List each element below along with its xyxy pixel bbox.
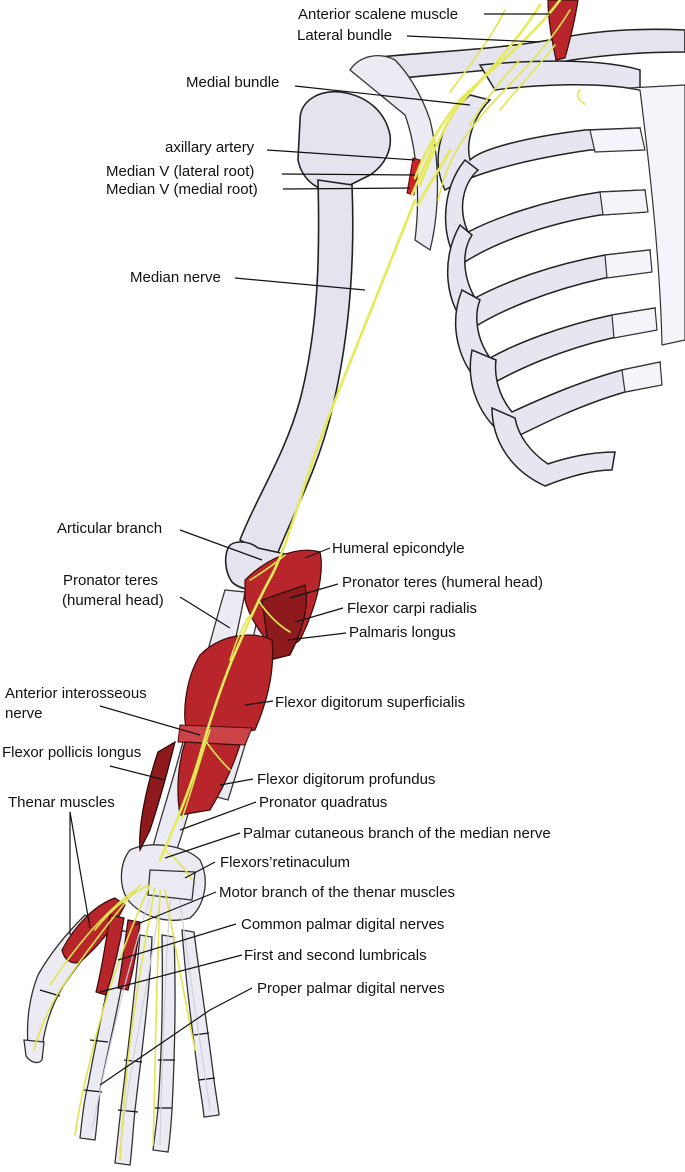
median-nerve-trunk [270,198,417,577]
label-median-nerve: Median nerve [130,269,221,286]
leader-lines [69,13,550,1086]
label-flexor-digitorum-superficialis: Flexor digitorum superficialis [275,694,465,711]
costal-cartilages [589,84,685,393]
label-median-v-lateral-root: Median V (lateral root) [106,163,254,180]
label-median-v-medial-root: Median V (medial root) [106,181,258,198]
flexor-carpi-radialis-muscle [261,584,307,661]
first-lumbrical [95,914,125,996]
label-pronator-quadratus: Pronator quadratus [259,794,387,811]
anterior-interosseous-nerve [181,729,211,819]
ring-finger-bones [152,934,176,1153]
label-anterior-interosseous-1: Anterior interosseous [5,685,147,702]
humerus-shaft [239,179,354,562]
palmar-cutaneous-branch-nerve [164,849,193,881]
thumb-tip [23,1039,45,1064]
articular-branch-nerve [249,554,286,581]
flexor-digitorum-profundus-muscle [177,741,241,816]
label-pronator-teres-left-1: Pronator teres [63,572,158,589]
label-palmaris-longus: Palmaris longus [349,624,456,641]
label-medial-bundle: Medial bundle [186,74,279,91]
label-thenar-muscles: Thenar muscles [8,794,115,811]
label-common-palmar-digital-nerves: Common palmar digital nerves [241,916,444,933]
motor-branch-thenar-nerve [94,884,149,931]
lateral-bundle-nerve [413,0,562,180]
flexor-pollicis-longus-muscle [139,740,176,853]
label-palmar-cutaneous-branch: Palmar cutaneous branch of the median ne… [243,825,551,842]
label-anterior-scalene-muscle: Anterior scalene muscle [298,6,458,23]
median-lateral-root [410,138,437,197]
common-palmar-digital-nerves [33,884,196,1161]
anterior-interosseous-region [177,724,253,746]
humeral-head [297,91,392,192]
label-pronator-teres-left-2: (humeral head) [62,592,164,609]
axillary-artery [406,157,421,196]
label-proper-palmar-digital-nerves: Proper palmar digital nerves [257,980,445,997]
thorax-skeleton [349,0,685,487]
label-first-second-lumbricals: First and second lumbricals [244,947,427,964]
label-articular-branch: Articular branch [57,520,162,537]
medial-bundle-nerve [418,3,542,187]
label-axillary-artery: axillary artery [165,139,255,156]
label-humeral-epicondyle: Humeral epicondyle [332,540,465,557]
hand-bones [23,844,220,1166]
label-pronator-teres-right: Pronator teres (humeral head) [342,574,543,591]
label-flexor-pollicis-longus: Flexor pollicis longus [2,744,141,761]
first-rib [478,60,641,91]
median-medial-root [416,148,452,207]
label-flexors-retinaculum: Flexors’retinaculum [220,854,350,871]
label-flexor-carpi-radialis: Flexor carpi radialis [347,600,477,617]
label-anterior-interosseous-2: nerve [5,705,43,722]
label-motor-branch-thenar: Motor branch of the thenar muscles [219,884,455,901]
median-nerve-forearm [158,573,274,862]
label-flexor-digitorum-profundus: Flexor digitorum profundus [257,771,435,788]
label-lateral-bundle: Lateral bundle [297,27,392,44]
brachial-plexus-and-median-nerve [33,0,586,1161]
flexor-digitorum-superficialis-muscle [184,634,274,741]
labels: Anterior scalene muscle Lateral bundle M… [2,6,551,997]
ribs [437,94,661,487]
